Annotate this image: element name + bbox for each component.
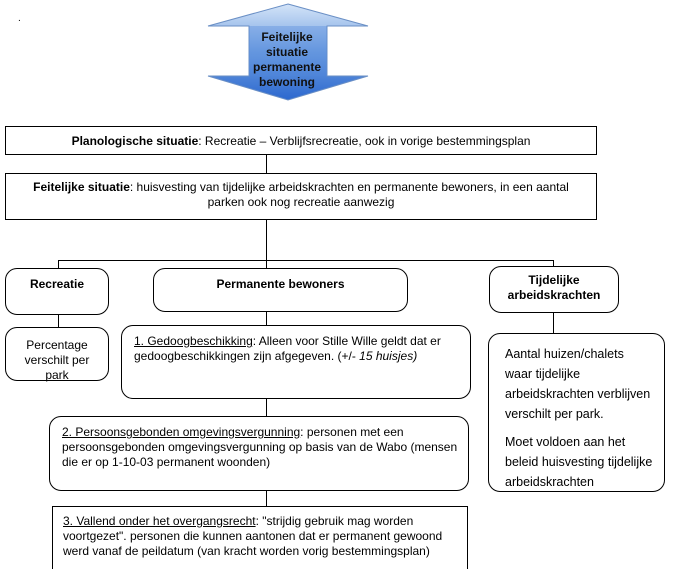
- recreatie-box: Recreatie: [5, 268, 109, 315]
- permanente-bewoners-box: Permanente bewoners: [153, 268, 408, 312]
- tijdelijk-detail-p2: Moet voldoen aan het beleid huisvesting …: [505, 435, 653, 489]
- tijdelijke-arbeidskrachten-label: Tijdelijke arbeidskrachten: [507, 273, 601, 302]
- recreatie-detail-text: Percentage verschilt per park: [24, 338, 90, 382]
- connector-permanent-spine: [266, 312, 267, 506]
- permanent-item-omgevingsvergunning: 2. Persoonsgebonden omgevingsvergunning:…: [49, 416, 469, 491]
- connector-permanent: [266, 260, 267, 268]
- omgevingsvergunning-title: 2. Persoonsgebonden omgevingsvergunning: [62, 425, 301, 439]
- planologische-situatie-label: Planologische situatie: [71, 134, 199, 148]
- connector-plan-feit: [266, 155, 267, 173]
- tijdelijk-detail-p1: Aantal huizen/chalets waar tijdelijke ar…: [505, 347, 651, 421]
- permanent-item-gedoog: 1. Gedoogbeschikking: Alleen voor Stille…: [121, 325, 471, 399]
- tijdelijke-arbeidskrachten-box: Tijdelijke arbeidskrachten: [489, 266, 619, 313]
- permanent-item-overgangsrecht: 3. Vallend onder het overgangsrecht: "st…: [52, 506, 468, 569]
- planologische-situatie-box: Planologische situatie: Recreatie – Verb…: [5, 126, 597, 155]
- connector-feit-down: [266, 220, 267, 260]
- feitelijke-situatie-label: Feitelijke situatie: [33, 180, 130, 194]
- permanente-bewoners-label: Permanente bewoners: [216, 277, 345, 291]
- gedoog-title: 1. Gedoogbeschikking: [134, 334, 253, 348]
- connector-recreatie-detail: [58, 315, 59, 327]
- arrow-label: Feitelijke situatie permanente bewoning: [252, 30, 322, 89]
- stray-dot: .: [18, 13, 21, 24]
- connector-recreatie: [58, 260, 59, 268]
- connector-horizontal: [58, 260, 553, 261]
- recreatie-label: Recreatie: [29, 277, 85, 291]
- recreatie-detail-box: Percentage verschilt per park: [5, 327, 109, 382]
- gedoog-italic: 15 huisjes): [359, 349, 418, 363]
- connector-tijdelijk-detail: [553, 313, 554, 333]
- planologische-situatie-text: : Recreatie – Verblijfsrecreatie, ook in…: [198, 134, 531, 148]
- connector-tijdelijk: [553, 260, 554, 266]
- gedoog-text: : Alleen voor Stille Wille geldt dat er …: [134, 334, 441, 363]
- tijdelijk-detail-box: Aantal huizen/chalets waar tijdelijke ar…: [488, 333, 665, 492]
- overgangsrecht-title: 3. Vallend onder het overgangsrecht: [63, 514, 256, 528]
- omgevingsvergunning-text: : personen met een persoonsgebonden omge…: [62, 425, 458, 469]
- feitelijke-situatie-box: Feitelijke situatie: huisvesting van tij…: [5, 173, 597, 220]
- overgangsrecht-text: : "strijdig gebruik mag worden voortgeze…: [63, 514, 443, 558]
- feitelijke-situatie-text: : huisvesting van tijdelijke arbeidskrac…: [129, 180, 569, 209]
